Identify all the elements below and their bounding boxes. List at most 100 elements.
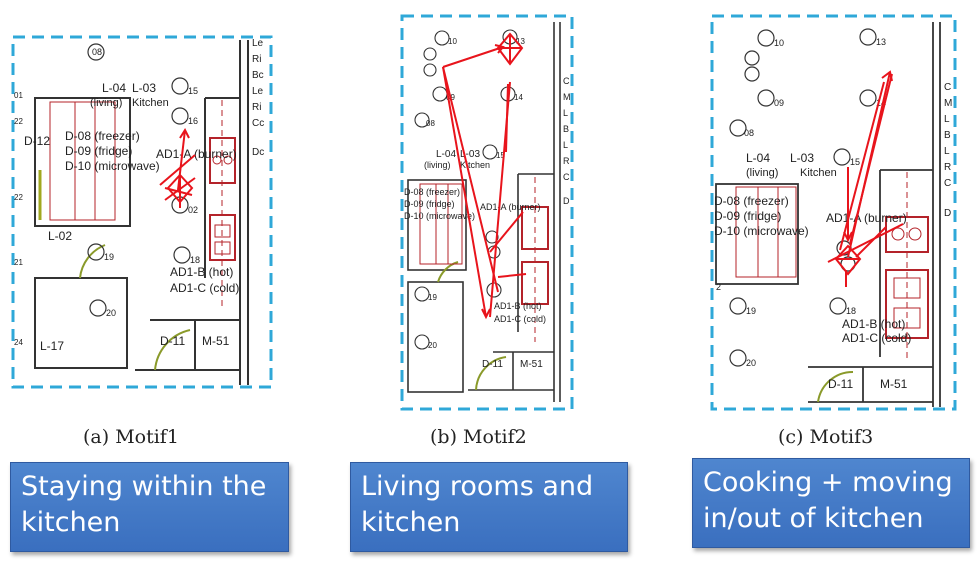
label-l03: L-03 [132,81,156,95]
label-d11: D-11 [828,377,853,391]
description-motif2: Living rooms and kitchen [350,462,628,552]
edge-right-5: R [944,162,951,173]
label-l04: L-04 [436,149,456,160]
label-ad1a: AD1-A (burner) [826,211,907,225]
label-l03: L-03 [790,151,814,165]
floorplan-motif3-svg: 10 13 09 14 08 15 18 19 20 L-04 L-03 (li… [710,14,957,411]
label-ad1b: AD1-B (hot) [842,317,905,331]
description-motif3: Cooking + moving in/out of kitchen [692,458,970,548]
sensor-m15: 15 [496,151,505,160]
sensor-m09: 09 [774,98,784,108]
label-kitchen: Kitchen [800,167,837,179]
edge-left-0: 01 [14,91,23,100]
sensor-m10: 10 [448,37,457,46]
edge-right-4: L [944,146,950,157]
edge-right-0: Le [252,38,264,49]
label-l17: L-17 [40,339,64,353]
sensor-m18: 18 [190,255,200,265]
edge-right-5: Cc [252,118,264,129]
edge-left-1: 22 [14,117,23,126]
sensor-m15: 15 [850,157,860,167]
motif2-arrows [442,32,527,320]
edge-right-2: Bc [252,70,264,81]
label-m51: M-51 [202,334,230,348]
edge-right-3: B [563,124,569,134]
floorplan-motif3: 10 13 09 14 08 15 18 19 20 L-04 L-03 (li… [708,12,970,414]
sensor-m16: 16 [188,116,198,126]
edge-left-3: 21 [14,258,23,267]
edge-right-1: M [563,92,571,102]
caption-motif1: (a) Motif1 [83,426,179,448]
label-d08: D-08 (freezer) [65,129,140,143]
label-living: (living) [746,167,778,179]
label-l02: L-02 [48,229,72,243]
edge-right-6: C [944,178,951,189]
label-d10: D-10 (microwave) [65,159,160,173]
edge-right-7: D [563,196,570,206]
edge-right-4: Ri [252,102,261,113]
motif3-arrows [827,70,904,287]
floorplan-motif2-svg: 10 13 09 14 08 15 19 20 L-04 L-03 (livin… [400,14,574,411]
sensor-m08: 08 [744,128,754,138]
sensor-m08: 08 [426,119,435,128]
edge-right-4: L [563,140,568,150]
edge-right-2: L [944,114,950,125]
label-d08: D-08 (freezer) [404,187,460,197]
edge-left-2: 22 [14,193,23,202]
sensor-m19: 19 [104,252,114,262]
label-kitchen: Kitchen [132,97,169,109]
label-ad1a: AD1-A (burner) [480,202,541,212]
caption-motif2: (b) Motif2 [430,426,527,448]
floorplan-motif1: 08 15 16 02 18 19 20 L-04 L-03 (living) … [10,30,275,395]
label-l03: L-03 [460,149,480,160]
label-d08: D-08 (freezer) [714,194,789,208]
edge-right-7: D [944,208,951,219]
edge-right-2: L [563,108,568,118]
sensor-m15: 15 [188,86,198,96]
label-d12: D-12 [24,134,50,148]
caption-motif3: (c) Motif3 [778,426,874,448]
floorplan-motif2: 10 13 09 14 08 15 19 20 L-04 L-03 (livin… [398,12,578,414]
label-d11: D-11 [482,359,503,370]
description-motif1: Staying within the kitchen [10,462,289,552]
label-l04: L-04 [746,151,770,165]
label-living: (living) [90,97,122,109]
edge-right-5: R [563,156,570,166]
edge-right-1: M [944,98,952,109]
sensor-m20: 20 [746,358,756,368]
motif1-arrows [159,127,196,208]
sensor-m14: 14 [876,98,886,108]
floorplan-motif1-svg: 08 15 16 02 18 19 20 L-04 L-03 (living) … [11,35,273,389]
label-d10: D-10 (microwave) [714,224,809,238]
label-ad1c: AD1-C (cold) [494,314,546,324]
label-living: (living) [424,160,451,170]
label-d09: D-09 (fridge) [404,199,455,209]
edge-right-6: Dc [252,147,264,158]
label-ad1c: AD1-C (cold) [170,281,239,295]
label-ad1c: AD1-C (cold) [842,331,911,345]
edge-right-0: C [563,76,570,86]
label-d11: D-11 [160,334,185,348]
sensor-t02: 02 [188,205,198,215]
label-m51: M-51 [880,377,908,391]
edge-right-6: C [563,172,570,182]
label-d10: D-10 (microwave) [404,211,475,221]
edge-left-4: 24 [14,338,23,347]
edge-right-3: B [944,130,951,141]
sensor-m13: 13 [876,37,886,47]
label-m51: M-51 [520,359,543,370]
label-ad1b: AD1-B (hot) [494,301,542,311]
label-d09: D-09 (fridge) [714,209,781,223]
sensor-m18: 18 [846,306,856,316]
edge-right-1: Ri [252,54,261,65]
sensor-m14: 14 [514,93,523,102]
label-l04: L-04 [102,81,126,95]
edge-right-0: C [944,82,951,93]
sensor-m19: 19 [746,306,756,316]
sensor-m10: 10 [774,38,784,48]
edge-right-3: Le [252,86,264,97]
label-d09: D-09 (fridge) [65,144,132,158]
sensor-m08: 08 [92,47,102,57]
sensor-m13: 13 [516,37,525,46]
sensor-m19: 19 [428,293,437,302]
